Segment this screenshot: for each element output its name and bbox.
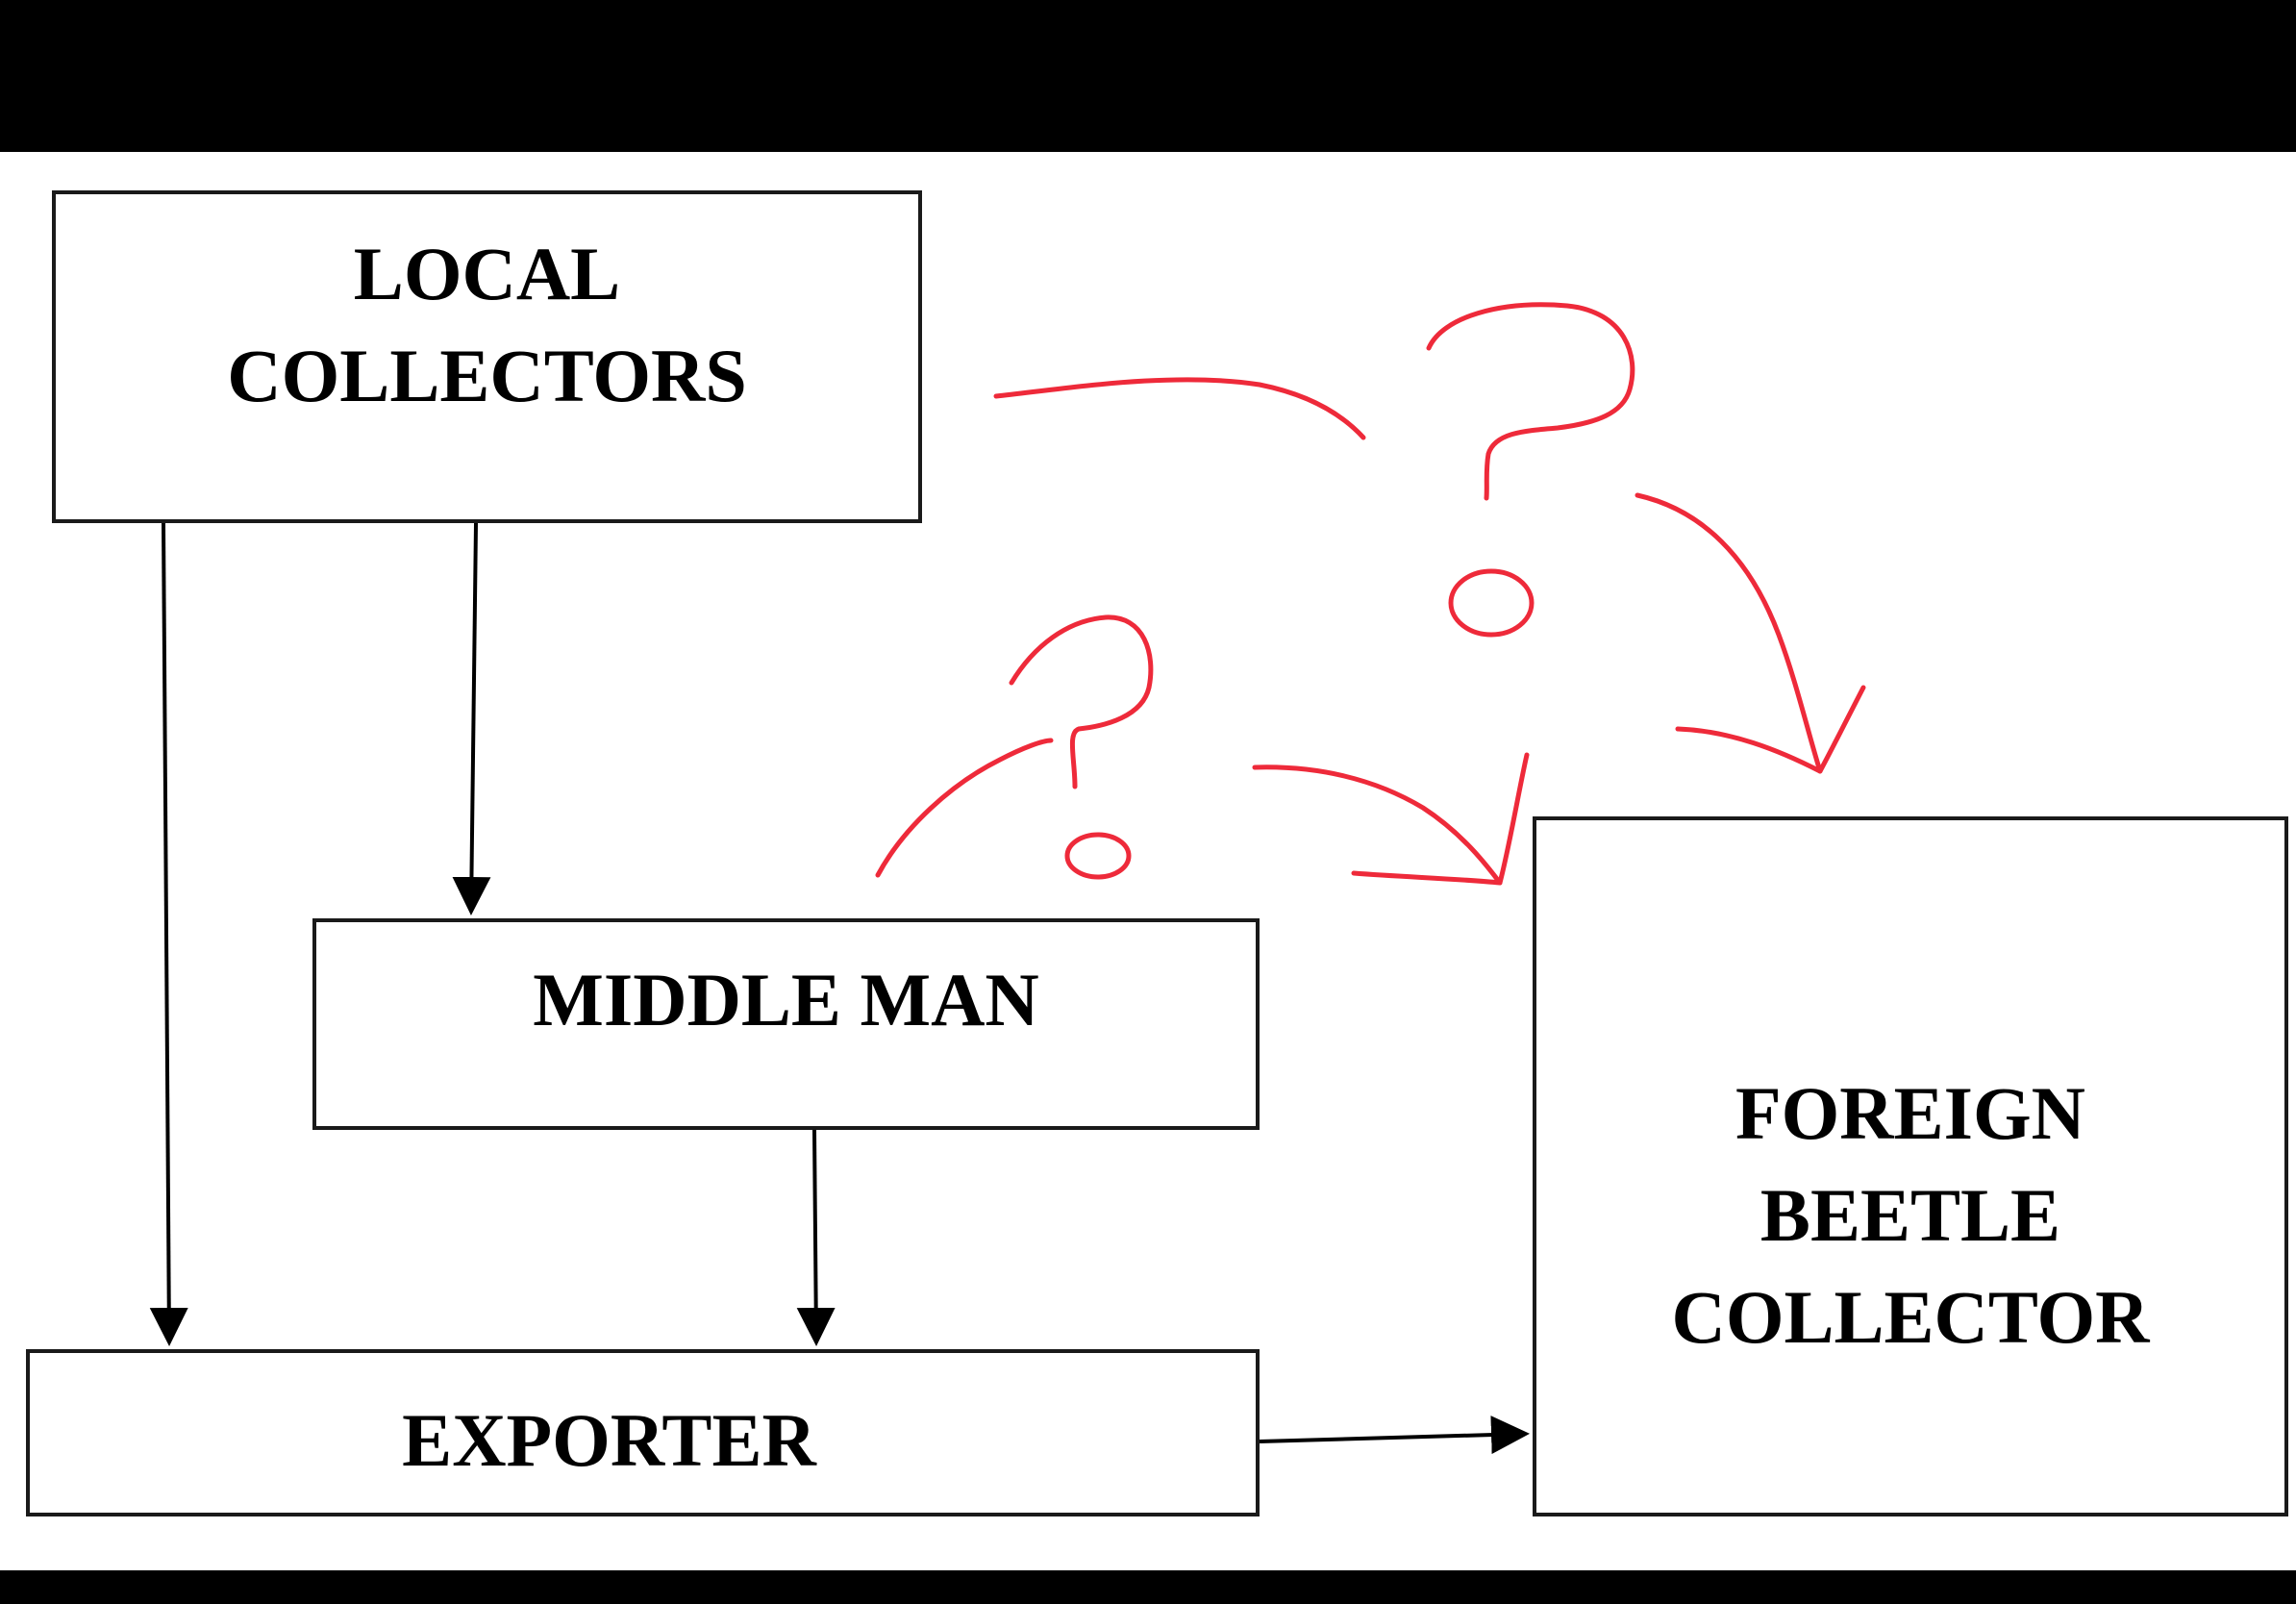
label-line: MIDDLE MAN <box>533 958 1039 1041</box>
top-black-bar <box>0 0 2296 152</box>
node-label: LOCAL COLLECTORS <box>56 223 918 427</box>
label-line: FOREIGN <box>1734 1071 2086 1155</box>
label-line: COLLECTORS <box>227 334 747 417</box>
label-line: EXPORTER <box>402 1398 816 1482</box>
node-label: FOREIGN BEETLE COLLECTOR <box>1536 1063 2284 1368</box>
bottom-black-bar <box>0 1570 2296 1604</box>
node-exporter: EXPORTER <box>26 1349 1260 1516</box>
label-line: BEETLE <box>1759 1173 2061 1257</box>
node-local-collectors: LOCAL COLLECTORS <box>52 190 922 523</box>
node-label: MIDDLE MAN <box>316 949 1256 1051</box>
node-middle-man: MIDDLE MAN <box>312 918 1260 1130</box>
label-line: COLLECTOR <box>1671 1275 2150 1359</box>
label-line: LOCAL <box>353 232 621 315</box>
node-label: EXPORTER <box>0 1390 1256 1491</box>
node-foreign-beetle-collector: FOREIGN BEETLE COLLECTOR <box>1533 816 2288 1516</box>
